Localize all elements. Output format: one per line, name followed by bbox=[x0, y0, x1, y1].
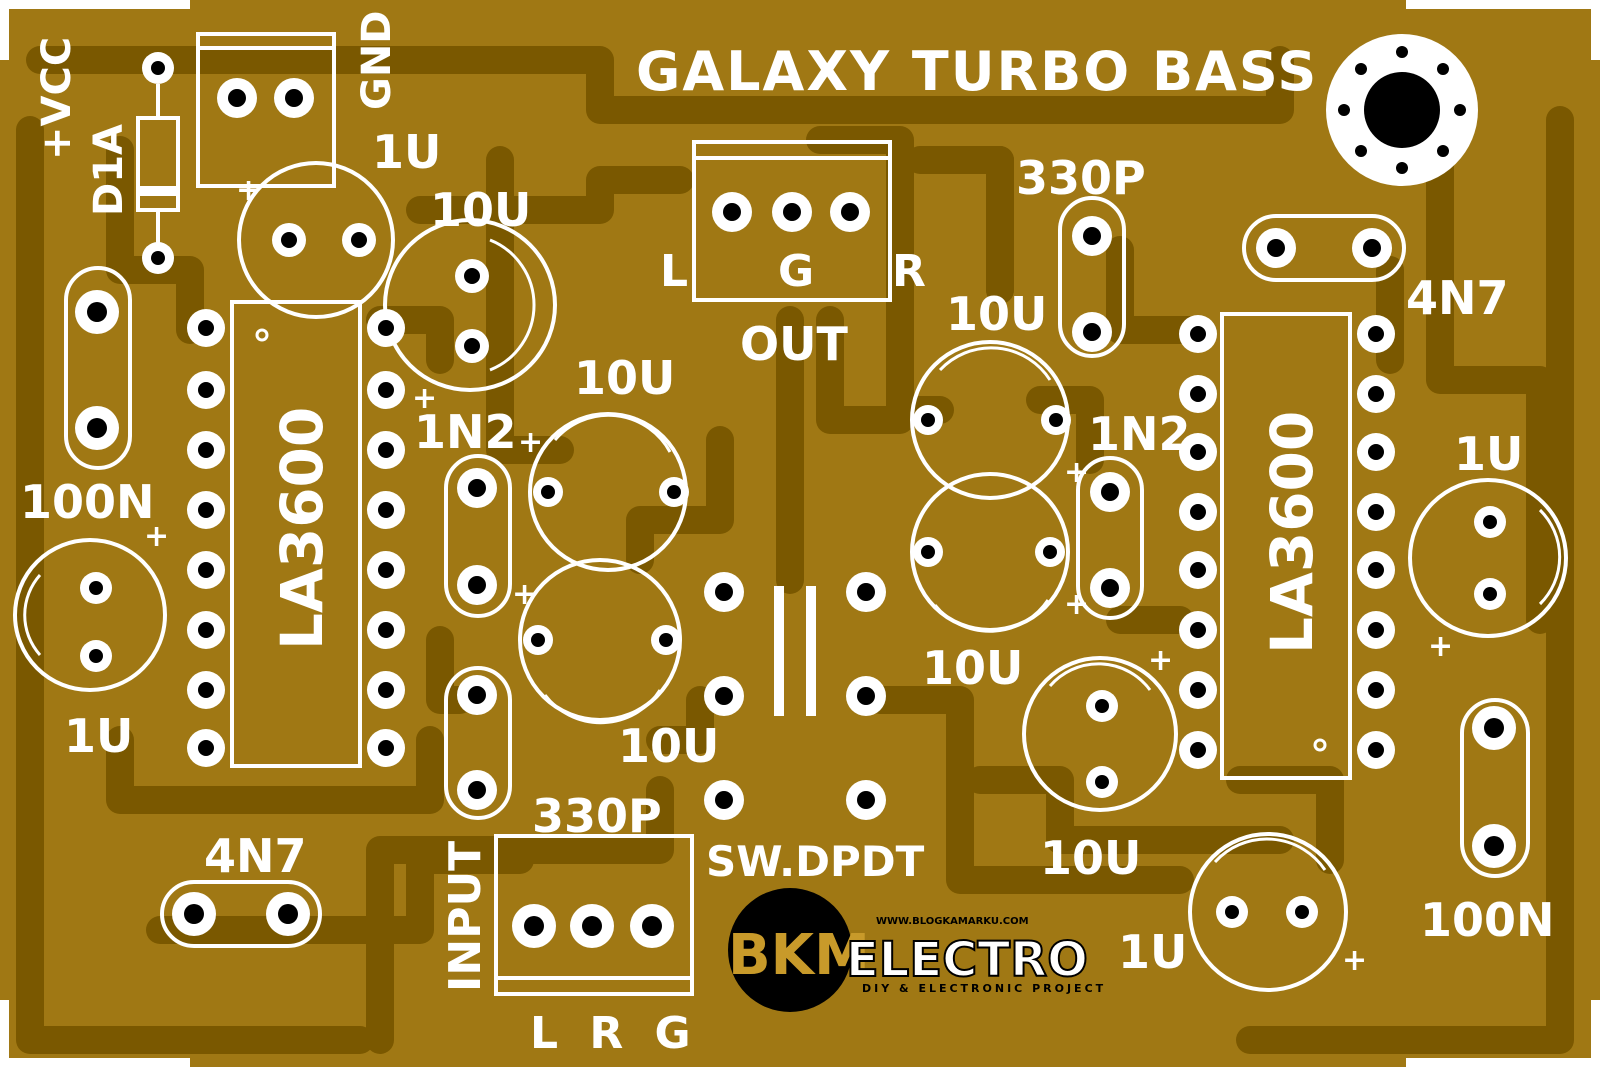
out-r-label: R bbox=[892, 246, 926, 297]
cap-4n7-right bbox=[1242, 214, 1406, 282]
cap-100n-right bbox=[1460, 698, 1530, 878]
cap-1u-right-label: 1U bbox=[1454, 427, 1523, 481]
cap-10u-mid-top: + bbox=[518, 412, 689, 572]
cap-10u-mid-top-label: 10U bbox=[574, 351, 675, 405]
ic-left-label: LA3600 bbox=[268, 407, 336, 650]
cap-10u-right-mid-label: 10U bbox=[922, 641, 1023, 695]
svg-text:+: + bbox=[412, 381, 437, 416]
svg-text:+: + bbox=[1428, 629, 1453, 664]
logo-tagline: DIY & ELECTRONIC PROJECT bbox=[862, 982, 1106, 995]
ic-right-label: LA3600 bbox=[1258, 411, 1326, 654]
cap-10u-mid-bottom bbox=[518, 558, 682, 725]
input-pins-label: L R G bbox=[530, 1008, 699, 1059]
cap-330p-top bbox=[1058, 196, 1126, 358]
cap-1u-top-label: 1U bbox=[372, 125, 441, 179]
ic-right bbox=[1179, 312, 1395, 780]
svg-text:+: + bbox=[144, 519, 169, 554]
output-terminal bbox=[692, 140, 892, 302]
cap-100n-left bbox=[64, 266, 132, 470]
cap-1u-top: + bbox=[236, 161, 395, 319]
cap-1u-left: + bbox=[13, 519, 169, 692]
logo-mark: BKM bbox=[728, 923, 870, 988]
cap-1n2-left: + bbox=[444, 454, 537, 618]
out-g-label: G bbox=[778, 246, 814, 297]
diode-label: D1A bbox=[86, 124, 132, 216]
cap-1u-bottom-right-label: 1U bbox=[1118, 925, 1187, 979]
cap-10u-mid-bottom-label: 10U bbox=[618, 719, 719, 773]
cap-10u-top-left: + bbox=[383, 218, 557, 416]
cap-1n2-right-label: 1N2 bbox=[1088, 407, 1191, 461]
svg-text:+: + bbox=[518, 425, 543, 460]
svg-text:+: + bbox=[1148, 643, 1173, 678]
svg-text:+: + bbox=[1342, 943, 1367, 978]
cap-10u-right-bottom-label: 10U bbox=[1040, 831, 1141, 885]
out-label: OUT bbox=[740, 317, 848, 371]
board-title: GALAXY TURBO BASS bbox=[636, 40, 1318, 103]
cap-100n-left-label: 100N bbox=[20, 475, 155, 529]
cap-10u-right-bottom: + bbox=[1022, 643, 1178, 812]
svg-text:+: + bbox=[236, 173, 261, 208]
logo-brand: ELECTRO bbox=[846, 932, 1088, 988]
input-label: INPUT bbox=[440, 841, 491, 992]
cap-10u-right-top bbox=[910, 340, 1071, 500]
cap-4n7-left-label: 4N7 bbox=[204, 829, 307, 883]
logo-circle bbox=[728, 888, 852, 1012]
cap-330p-bottom bbox=[444, 666, 512, 820]
cap-10u-right-top-label: 10U bbox=[946, 287, 1047, 341]
cap-1u-bottom-right: + bbox=[1188, 832, 1367, 992]
cap-100n-right-label: 100N bbox=[1420, 893, 1555, 947]
out-l-label: L bbox=[660, 246, 688, 297]
cap-4n7-right-label: 4N7 bbox=[1406, 271, 1509, 325]
diode-d1a bbox=[136, 52, 180, 274]
brand-logo: BKM ELECTRO WWW.BLOGKAMARKU.COM DIY & EL… bbox=[728, 888, 1106, 1012]
cap-330p-top-label: 330P bbox=[1016, 151, 1146, 205]
switch-label: SW.DPDT bbox=[706, 837, 925, 886]
mounting-hole bbox=[1326, 34, 1478, 186]
gnd-label: GND bbox=[354, 10, 400, 110]
ic-left bbox=[187, 300, 405, 768]
logo-url: WWW.BLOGKAMARKU.COM bbox=[876, 916, 1029, 927]
cap-1u-left-label: 1U bbox=[64, 709, 133, 763]
vcc-label: +VCC bbox=[34, 37, 80, 160]
switch-dpdt bbox=[704, 572, 886, 820]
input-terminal bbox=[494, 834, 694, 996]
cap-1n2-left-label: 1N2 bbox=[414, 405, 517, 459]
cap-1n2-right bbox=[1076, 456, 1144, 620]
cap-1u-right: + bbox=[1408, 478, 1568, 664]
cap-10u-top-left-label: 10U bbox=[430, 183, 531, 237]
power-terminal bbox=[196, 32, 336, 188]
cap-4n7-left bbox=[160, 880, 322, 948]
